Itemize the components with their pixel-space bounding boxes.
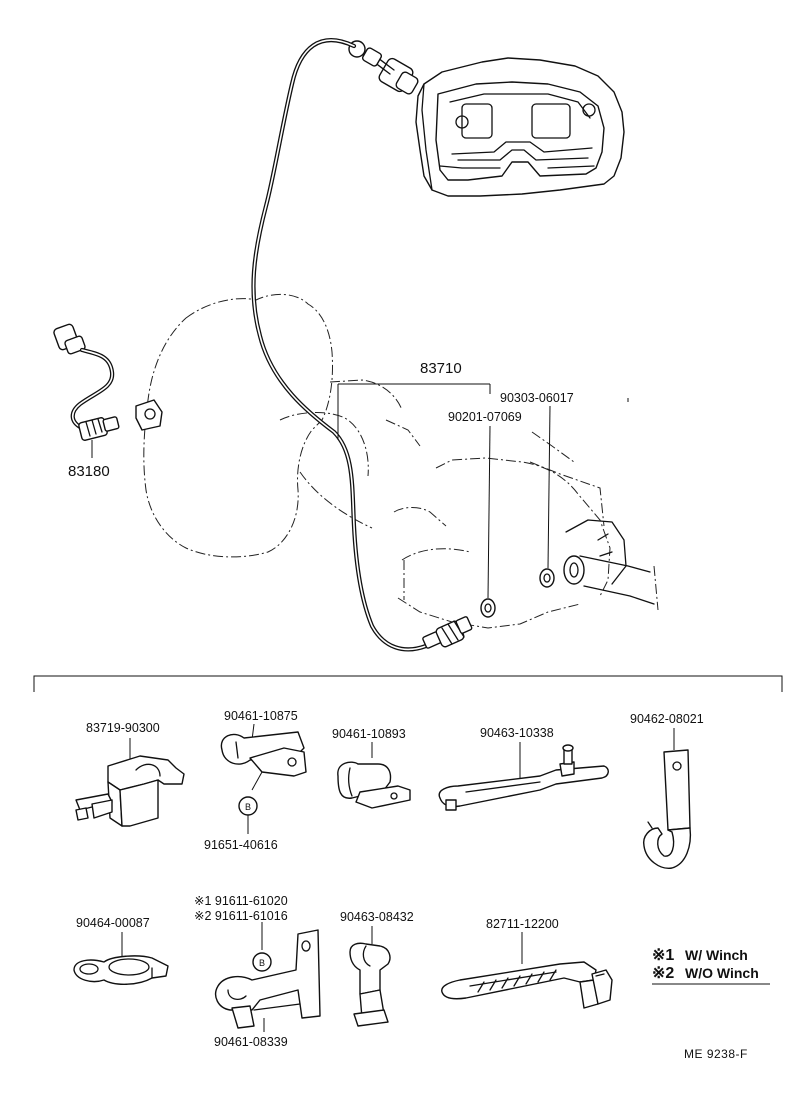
leader-83710: [337, 383, 629, 599]
speedometer-cable: [251, 38, 429, 652]
label-speed-sensor: 83180: [68, 463, 110, 480]
part-90461-10893: [337, 742, 411, 809]
transmission-outline: [143, 294, 659, 629]
section-divider: [33, 675, 783, 692]
label-bolt-alt-1: ※1 91611-61020: [194, 894, 288, 908]
label-bolt-alt-2: ※2 91611-61016: [194, 909, 288, 923]
part-82711-12200: [441, 932, 613, 1009]
drawing-code: ME 9238-F: [684, 1047, 748, 1061]
meter-connector: [348, 40, 419, 95]
meter-housing: [415, 57, 625, 197]
label-cable-assy: 83710: [420, 360, 462, 377]
part-90462-08021: [643, 728, 692, 869]
legend-mark-1: ※1: [652, 947, 674, 964]
label-bolt: 91651-40616: [204, 838, 278, 852]
label-clamp-d: 90464-00087: [76, 916, 150, 930]
part-90463-08432: [349, 926, 391, 1027]
transmission-connector: [422, 616, 473, 649]
label-gasket: 90201-07069: [448, 410, 522, 424]
speed-sensor: [53, 323, 120, 458]
part-90464-00087: [73, 932, 169, 985]
legend-text-1: W/ Winch: [685, 947, 748, 963]
label-clamp-e: 90463-08432: [340, 910, 414, 924]
label-clamp-bracket: 83719-90300: [86, 721, 160, 735]
label-clamp-plate: 90463-10338: [480, 726, 554, 740]
part-90463-10338: [438, 742, 609, 811]
label-clamp-b: 90461-10893: [332, 727, 406, 741]
label-clamp-c: 90462-08021: [630, 712, 704, 726]
bolt-marker: B: [245, 802, 251, 812]
gasket-washer: [480, 598, 496, 618]
label-clamp-a: 90461-10875: [224, 709, 298, 723]
legend-mark-2: ※2: [652, 965, 674, 982]
label-clamp-g: 90461-08339: [214, 1035, 288, 1049]
ring-washer: [539, 568, 555, 588]
part-83719-90300: [75, 738, 185, 827]
label-ring: 90303-06017: [500, 391, 574, 405]
mount-tab: [135, 399, 163, 431]
bolt-marker-2: B: [259, 958, 265, 968]
part-90461-08339: B: [214, 922, 321, 1032]
label-clamp-f: 82711-12200: [486, 917, 559, 931]
part-90461-10875: B: [220, 723, 307, 834]
legend-text-2: W/O Winch: [685, 965, 759, 981]
